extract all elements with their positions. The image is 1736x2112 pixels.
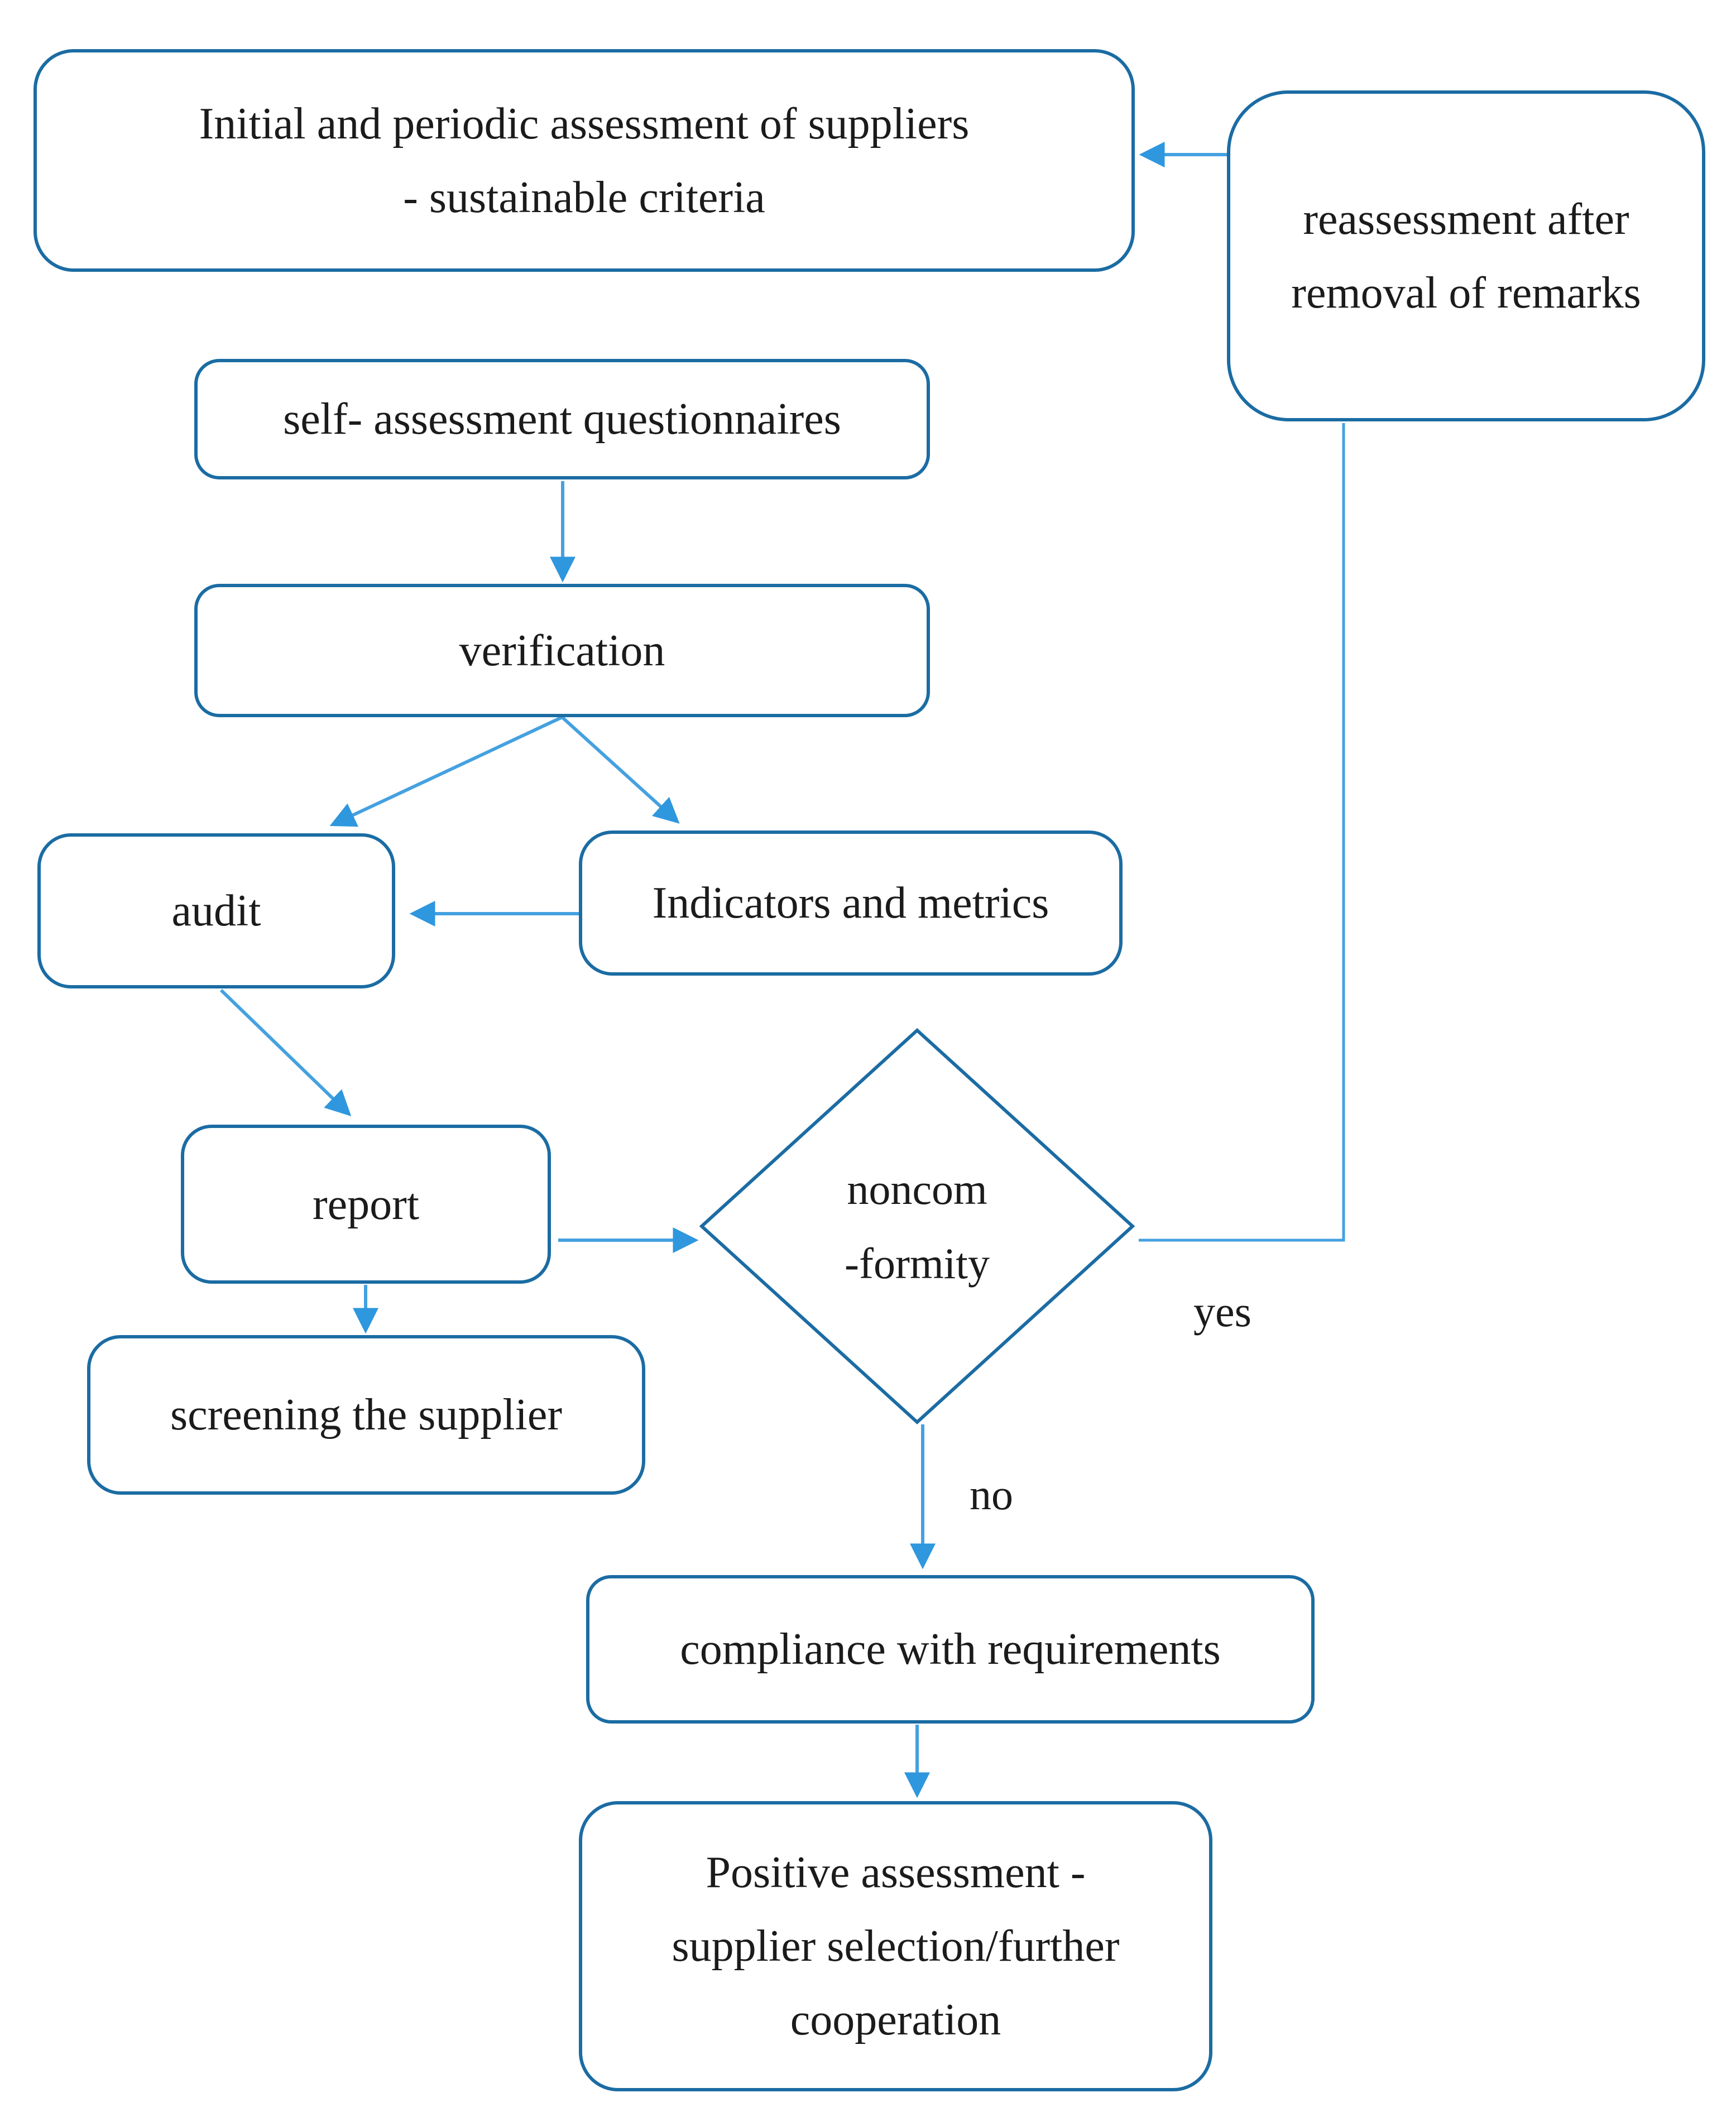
node-text-line: reassessment after — [1303, 194, 1629, 244]
node-self-assessment: self- assessment questionnaires — [194, 359, 930, 479]
node-positive-assessment: Positive assessment - supplier selection… — [579, 1801, 1212, 2091]
arrow-verification-to-indicators — [560, 716, 680, 824]
node-audit: audit — [37, 833, 395, 988]
node-verification: verification — [194, 584, 930, 717]
node-text-line: Positive assessment - — [706, 1848, 1086, 1897]
node-compliance: compliance with requirements — [586, 1575, 1315, 1724]
node-screening: screening the supplier — [87, 1335, 645, 1495]
node-text-line: -formity — [845, 1239, 990, 1288]
node-text-line: cooperation — [790, 1995, 1001, 2044]
node-text-line: verification — [459, 626, 665, 675]
node-text-line: screening the supplier — [170, 1390, 562, 1439]
edge-label-yes: yes — [1193, 1287, 1251, 1336]
node-text-line: report — [312, 1179, 419, 1229]
node-text-line: - sustainable criteria — [403, 172, 765, 222]
node-report: report — [181, 1125, 551, 1284]
line-yes-nonconformity-to-reassessment — [1139, 423, 1345, 1242]
node-initial-assessment: Initial and periodic assessment of suppl… — [33, 49, 1135, 272]
node-reassessment: reassessment after removal of remarks — [1227, 90, 1705, 421]
node-text-line: self- assessment questionnaires — [283, 395, 841, 444]
arrow-audit-to-report — [219, 988, 352, 1117]
diamond-shape — [699, 1028, 1135, 1424]
node-text-line: supplier selection/further — [672, 1922, 1120, 1971]
arrow-verification-to-audit — [329, 716, 563, 827]
node-text-line: noncom — [847, 1165, 987, 1213]
node-text-line: Indicators and metrics — [652, 879, 1049, 928]
node-text-line: compliance with requirements — [680, 1625, 1221, 1674]
nonconformity-label: noncom -formity — [699, 1028, 1135, 1424]
node-text-line: audit — [171, 886, 261, 935]
node-nonconformity-diamond — [699, 1028, 1135, 1424]
node-indicators-metrics: Indicators and metrics — [579, 831, 1123, 976]
edge-label-no: no — [970, 1470, 1013, 1519]
node-text-line: Initial and periodic assessment of suppl… — [199, 99, 970, 148]
node-text-line: removal of remarks — [1291, 268, 1641, 318]
